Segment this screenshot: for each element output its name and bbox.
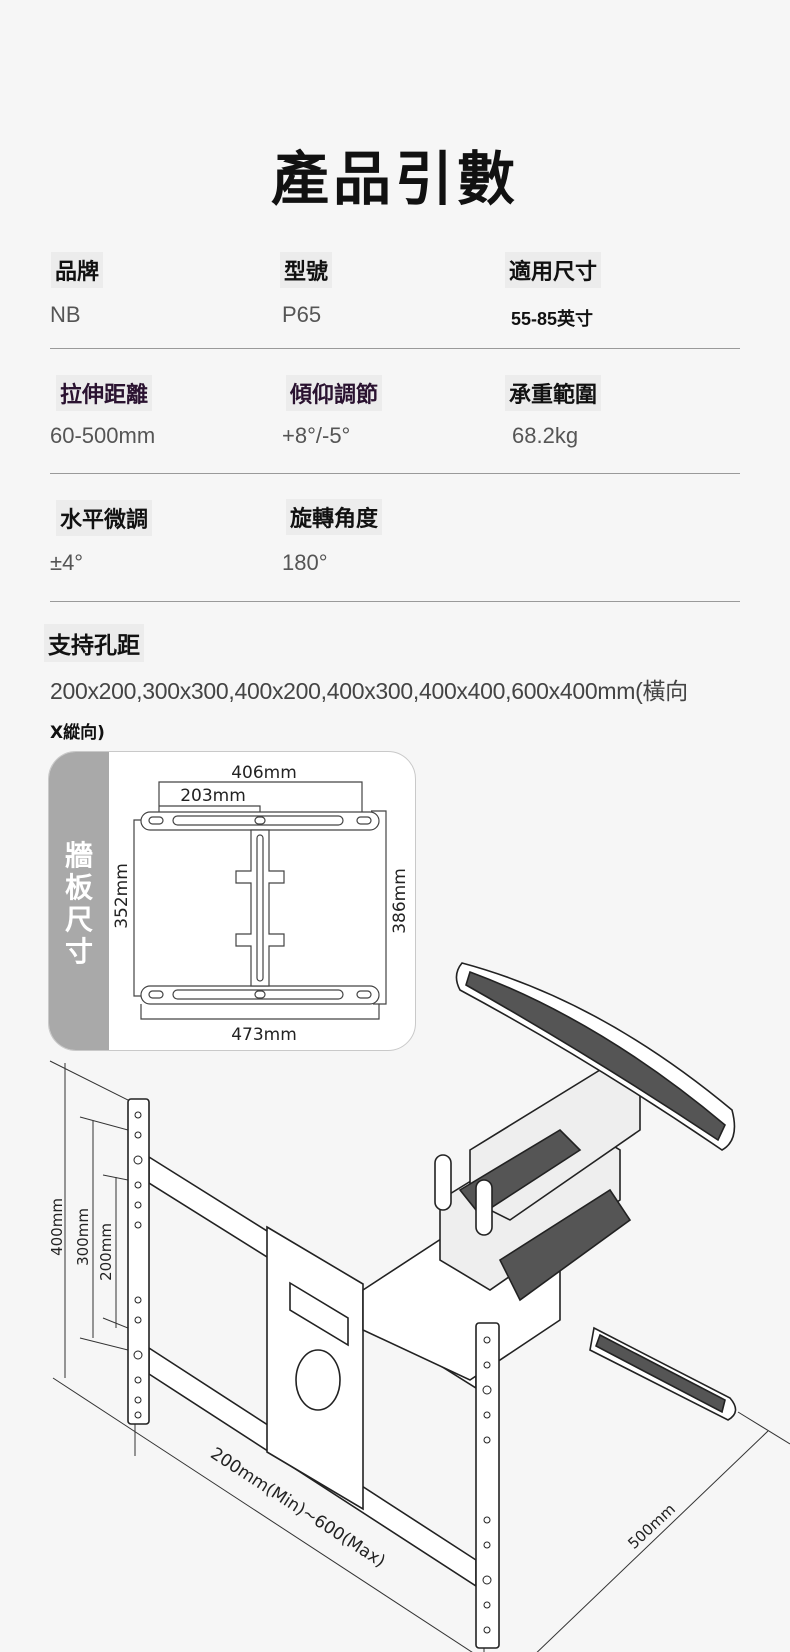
wall-plate-label-strip	[49, 752, 109, 1050]
spec-label-leveling: 水平微調	[56, 500, 153, 536]
spec-label-brand: 品牌	[51, 252, 104, 288]
divider	[50, 473, 740, 474]
bar-holes-left	[133, 1111, 143, 1419]
spec-value-size: 55-85英寸	[511, 309, 594, 329]
divider	[50, 601, 740, 602]
bar-holes-right	[482, 1336, 492, 1634]
dim-473: 473mm	[231, 1025, 297, 1045]
spec-label-model: 型號	[280, 252, 333, 288]
dim-500: 500mm	[624, 1500, 679, 1553]
dim-200: 200mm	[97, 1223, 115, 1281]
dim-352: 352mm	[112, 863, 132, 929]
dim-386: 386mm	[390, 868, 410, 934]
dim-203: 203mm	[180, 786, 246, 806]
spec-label-size: 適用尺寸	[505, 252, 602, 288]
page-title: 產品引數	[270, 145, 519, 213]
spec-value-tilt: +8°/-5°	[282, 423, 351, 448]
spec-value-load: 68.2kg	[512, 423, 579, 448]
wall-plate-diagram: 406mm 203mm 473mm 352mm 386mm	[112, 763, 410, 1045]
holes-value-cont: X縱向)	[50, 723, 105, 743]
spec-label-tilt: 傾仰調節	[286, 375, 383, 411]
holes-label: 支持孔距	[44, 624, 144, 662]
spec-label-rotation: 旋轉角度	[286, 499, 383, 535]
wall-plate-panel: 牆板尺寸 406mm 203mm 473mm	[48, 751, 416, 1051]
wall-plate-label: 牆板尺寸	[64, 839, 93, 968]
spec-value-extension: 60-500mm	[50, 423, 156, 448]
holes-value: 200x200,300x300,400x200,400x300,400x400,…	[50, 678, 688, 704]
dim-406: 406mm	[231, 763, 297, 783]
divider	[50, 348, 740, 349]
spec-value-leveling: ±4°	[50, 550, 84, 575]
spec-label-load: 承重範圍	[505, 375, 602, 411]
spec-value-model: P65	[282, 302, 322, 327]
dim-300: 300mm	[74, 1208, 92, 1266]
spec-value-brand: NB	[50, 302, 81, 327]
spec-value-rotation: 180°	[282, 550, 328, 575]
spec-label-extension: 拉伸距離	[56, 375, 153, 411]
dim-400: 400mm	[48, 1198, 66, 1256]
